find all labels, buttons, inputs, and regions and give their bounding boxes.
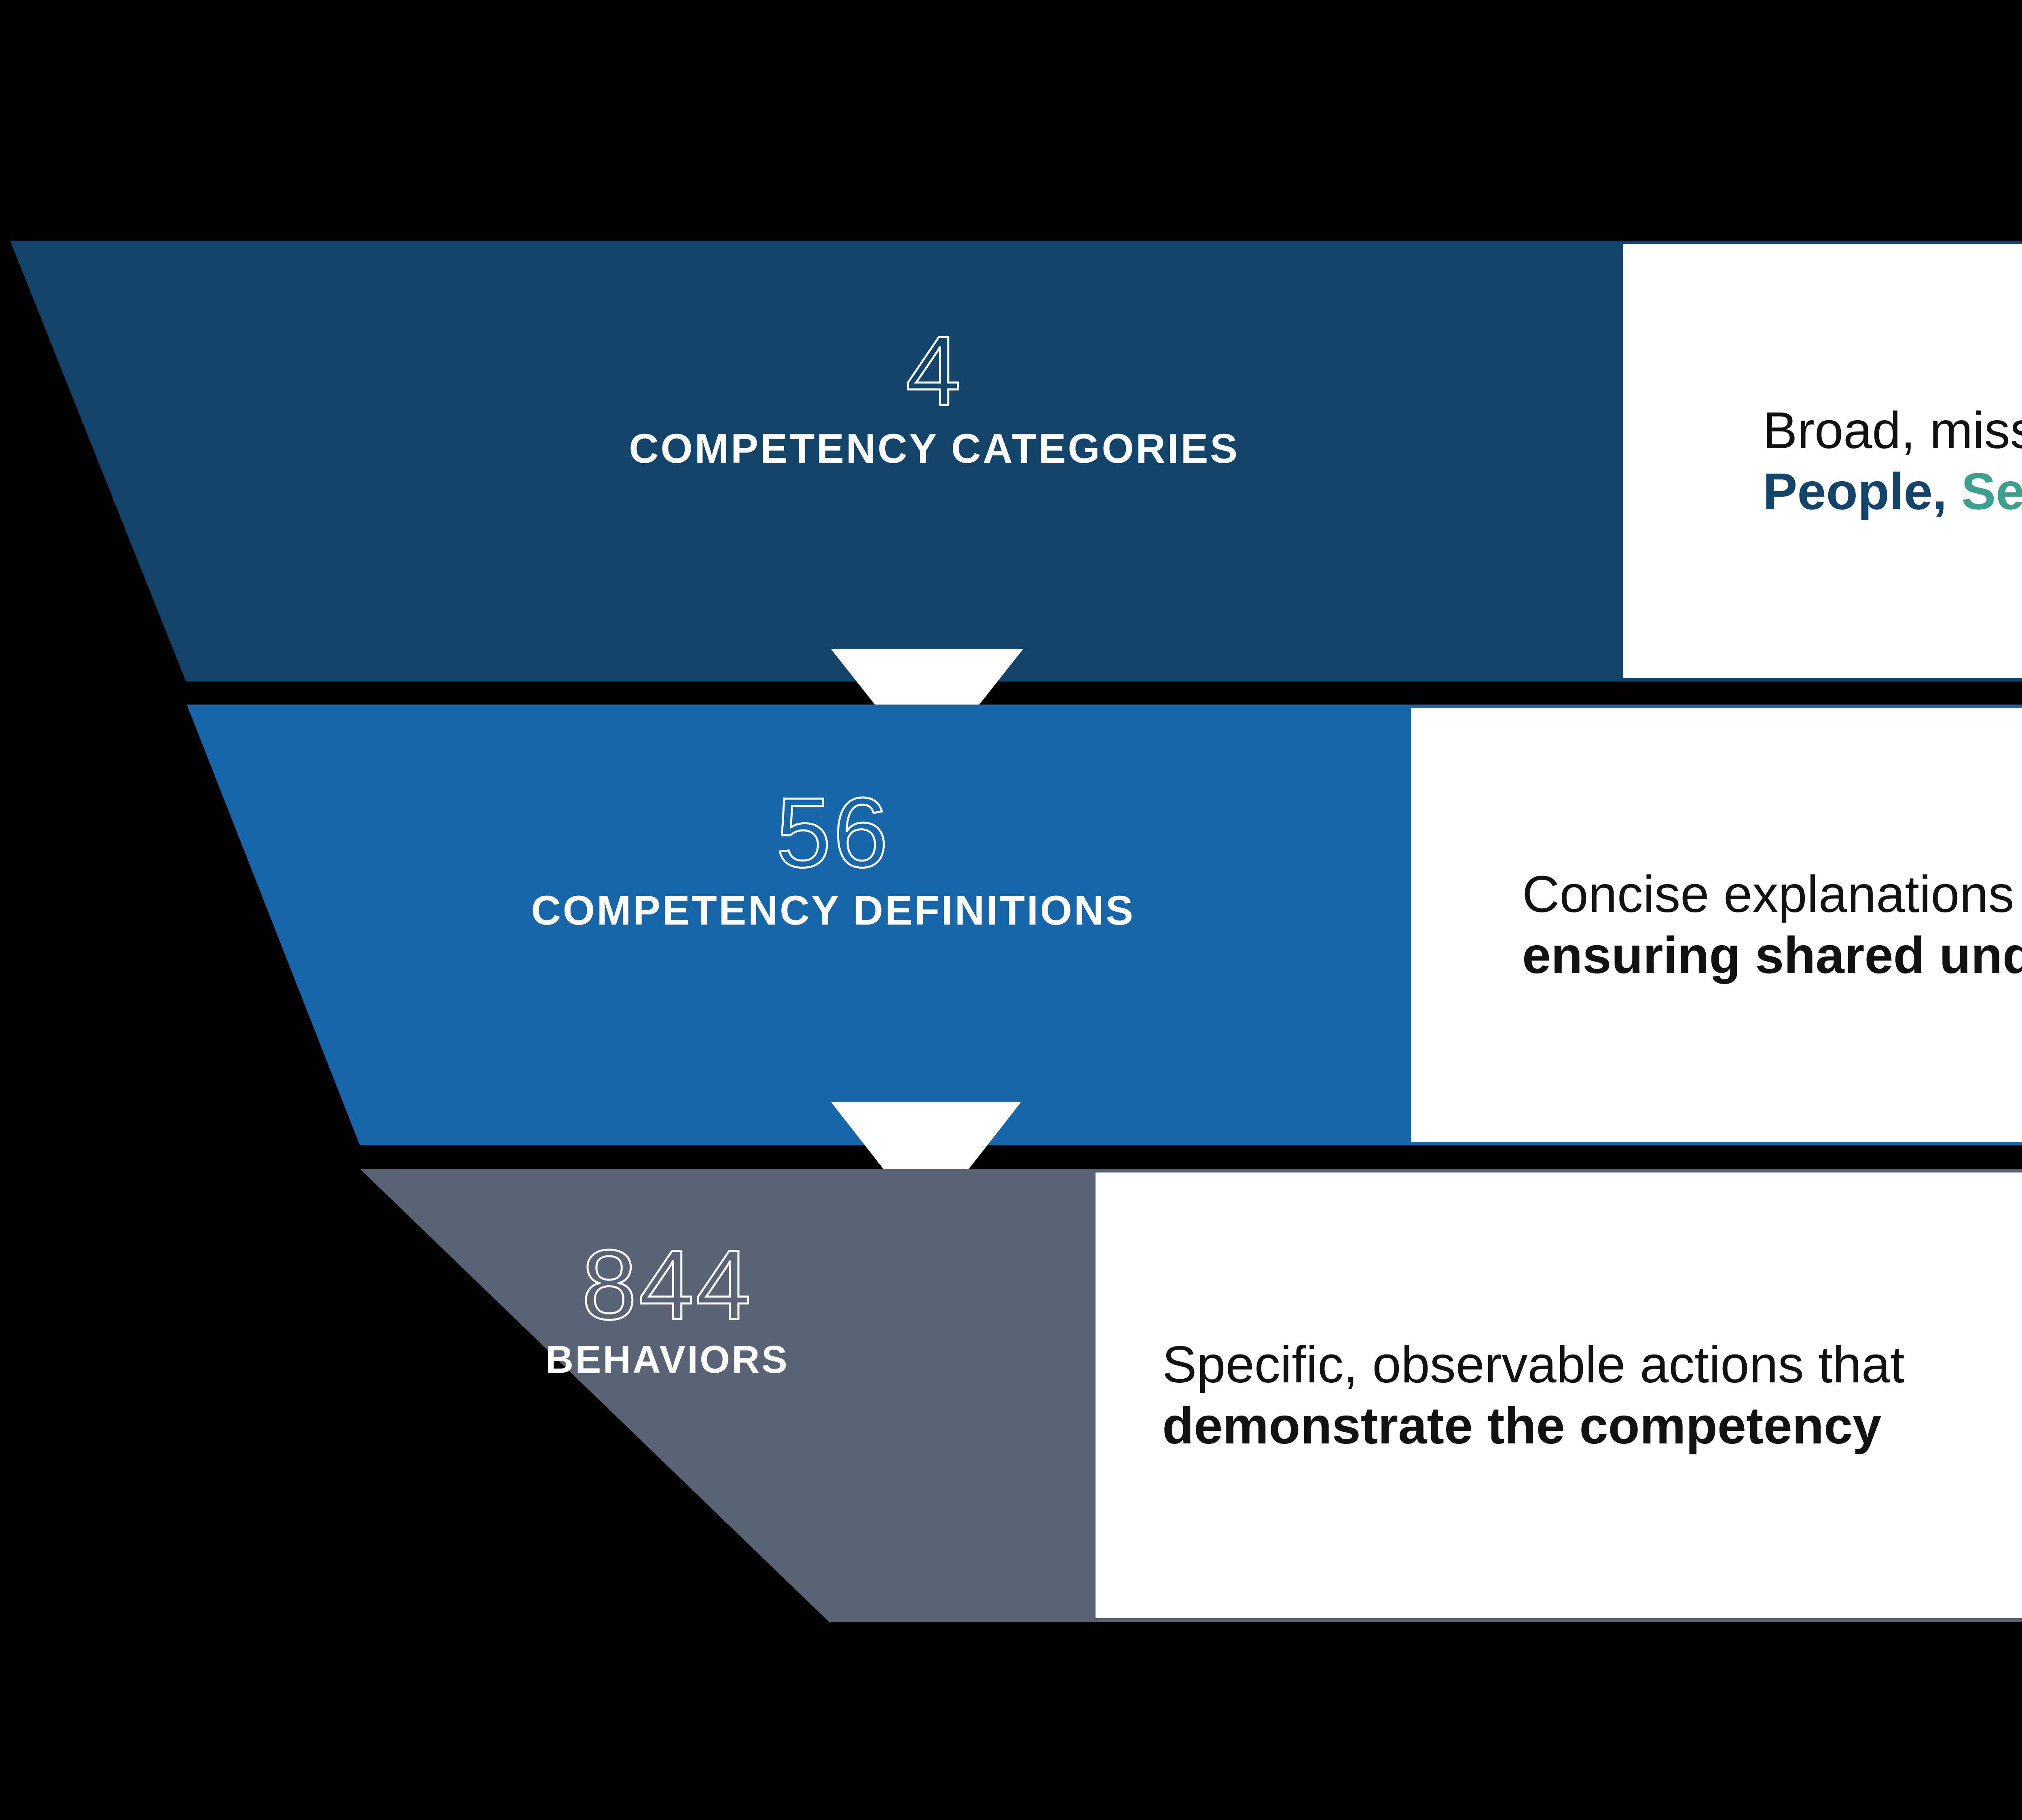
description-line-1-behaviors: Specific, observable actions that: [1162, 1335, 1905, 1394]
description-card-competency-definitions: Concise explanations of each competency,…: [1407, 705, 2022, 1145]
funnel-row-competency-categories: 4 COMPETENCY CATEGORIES Broad, mission-c…: [0, 241, 2022, 681]
description-line-2-behaviors: demonstrate the competency: [1162, 1397, 1882, 1455]
description-line-2-competency-definitions: ensuring shared understanding: [1522, 927, 2022, 984]
funnel-row-competency-definitions: 56 COMPETENCY DEFINITIONS Concise explan…: [0, 705, 2022, 1145]
description-card-competency-categories: Broad, mission-critical areas of talent:…: [1620, 241, 2022, 681]
description-card-behaviors: Specific, observable actions that demons…: [1092, 1169, 2022, 1622]
accent-word-self: Self,: [1961, 463, 2022, 521]
description-line-1-competency-definitions: Concise explanations of each competency,: [1522, 865, 2022, 923]
funnel-row-behaviors: 844 BEHAVIORS Specific, observable actio…: [0, 1169, 2022, 1622]
accent-word-people: People,: [1763, 463, 1947, 521]
description-line-1-competency-categories: Broad, mission-critical areas of talent:: [1763, 401, 2022, 459]
description-line-2-competency-categories: People, Self, Thought, & Results: [1763, 461, 2022, 522]
